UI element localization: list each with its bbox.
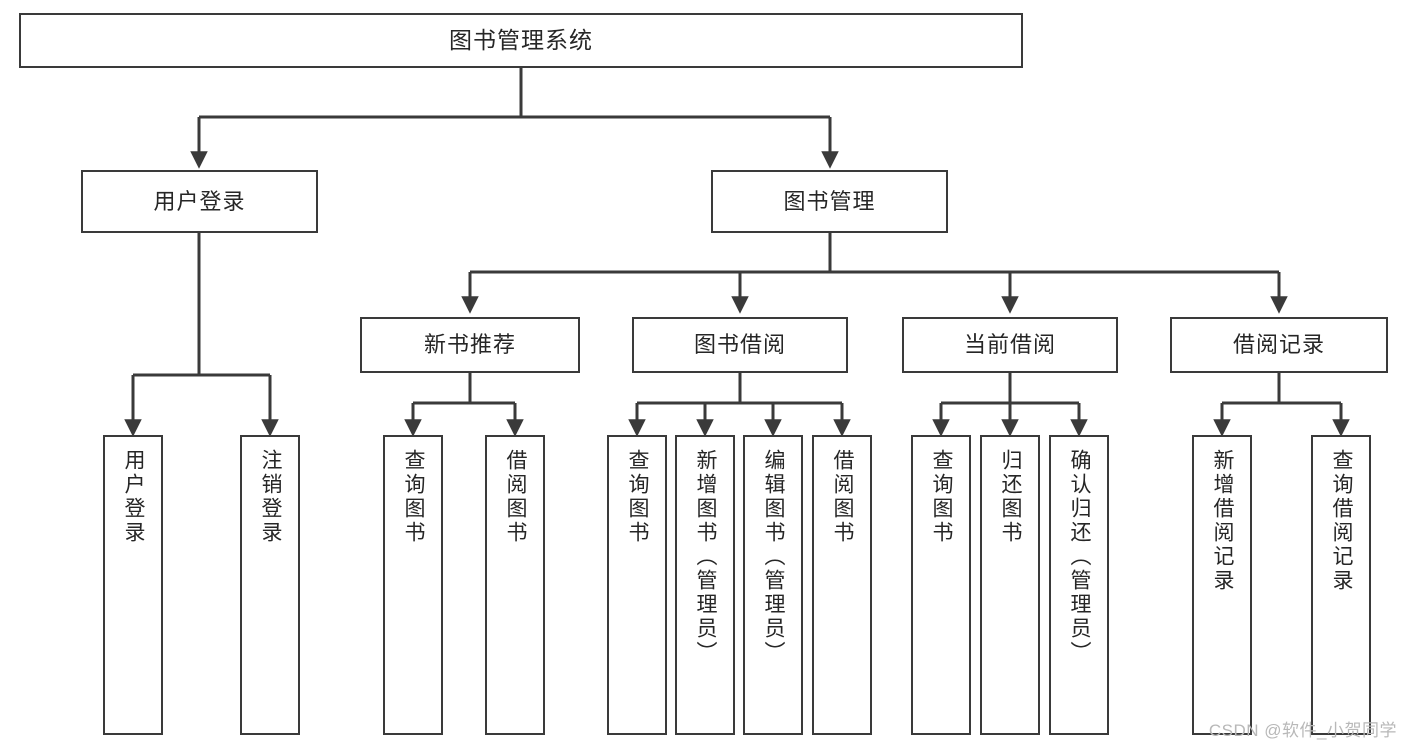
- node-label: 图书管理: [783, 188, 876, 214]
- node-label: 新增借阅记录: [1211, 449, 1235, 593]
- leaf-current-query-book[interactable]: 查询图书: [911, 435, 971, 735]
- leaf-user-login-login[interactable]: 用户登录: [103, 435, 163, 735]
- leaf-borrow-borrow-book[interactable]: 借阅图书: [812, 435, 872, 735]
- csdn-watermark: CSDN @软件_小贺同学: [1208, 721, 1397, 740]
- node-label: 当前借阅: [963, 332, 1056, 358]
- node-book-management[interactable]: 图书管理: [711, 170, 948, 233]
- leaf-borrow-edit-book-admin[interactable]: 编辑图书（管理员）: [743, 435, 803, 735]
- node-new-book-recommend[interactable]: 新书推荐: [360, 317, 580, 373]
- node-user-login[interactable]: 用户登录: [81, 170, 318, 233]
- node-label: 注销登录: [259, 449, 283, 545]
- node-label: 用户登录: [122, 449, 146, 545]
- node-borrow-record[interactable]: 借阅记录: [1170, 317, 1388, 373]
- node-label: 图书管理系统: [449, 26, 593, 53]
- node-label: 查询图书: [402, 449, 426, 545]
- node-label: 查询图书: [626, 449, 650, 545]
- node-label: 借阅图书: [831, 449, 855, 545]
- node-label: 新书推荐: [423, 332, 516, 358]
- leaf-user-login-logout[interactable]: 注销登录: [240, 435, 300, 735]
- leaf-borrow-add-book-admin[interactable]: 新增图书（管理员）: [675, 435, 735, 735]
- leaf-borrow-query-book[interactable]: 查询图书: [607, 435, 667, 735]
- node-root-system[interactable]: 图书管理系统: [19, 13, 1023, 68]
- node-label: 借阅图书: [504, 449, 528, 545]
- node-label: 新增图书（管理员）: [694, 449, 718, 665]
- node-label: 归还图书: [999, 449, 1023, 545]
- leaf-recommend-borrow-book[interactable]: 借阅图书: [485, 435, 545, 735]
- node-label: 查询借阅记录: [1330, 449, 1354, 593]
- leaf-recommend-query-book[interactable]: 查询图书: [383, 435, 443, 735]
- node-label: 用户登录: [153, 188, 246, 214]
- node-label: 查询图书: [930, 449, 954, 545]
- node-current-borrow[interactable]: 当前借阅: [902, 317, 1118, 373]
- node-label: 确认归还（管理员）: [1068, 449, 1092, 665]
- node-label: 编辑图书（管理员）: [762, 449, 786, 665]
- leaf-current-confirm-return-admin[interactable]: 确认归还（管理员）: [1049, 435, 1109, 735]
- node-label: 图书借阅: [693, 332, 786, 358]
- node-label: 借阅记录: [1232, 332, 1325, 358]
- leaf-record-query-record[interactable]: 查询借阅记录: [1311, 435, 1371, 735]
- leaf-current-return-book[interactable]: 归还图书: [980, 435, 1040, 735]
- leaf-record-add-record[interactable]: 新增借阅记录: [1192, 435, 1252, 735]
- node-book-borrow[interactable]: 图书借阅: [632, 317, 848, 373]
